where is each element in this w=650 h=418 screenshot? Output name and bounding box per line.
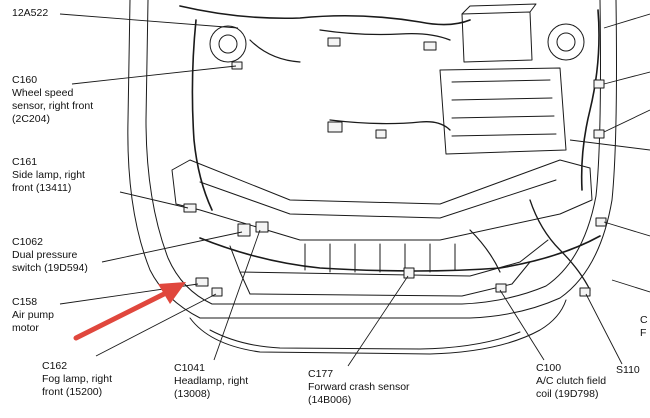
leader-c161	[119, 191, 189, 209]
label-c161: C161 Side lamp, right front (13411)	[12, 156, 85, 194]
strut-tower-left	[547, 23, 585, 61]
grille-crossmember	[229, 239, 549, 277]
body-inner-outline	[145, 0, 601, 305]
connector-c158	[195, 277, 209, 287]
strut-tower-right	[209, 25, 247, 63]
label-c1062: C1062 Dual pressure switch (19D594)	[12, 236, 88, 274]
connector-c161	[183, 203, 197, 213]
label-c162: C162 Fog lamp, right front (15200)	[42, 360, 113, 398]
harness-center	[319, 29, 451, 41]
connector-c1062	[237, 223, 251, 237]
connector-c162	[211, 287, 223, 297]
leader-c100	[499, 289, 545, 361]
leader-c177	[347, 275, 409, 367]
body-outline	[127, 0, 617, 319]
label-c1041: C1041 Headlamp, right (13008)	[174, 362, 249, 400]
leader-c1062	[101, 231, 243, 263]
harness-mid	[329, 119, 451, 131]
label-c177: C177 Forward crash sensor (14B006)	[308, 368, 410, 406]
leader-c162	[95, 293, 217, 357]
connector-left-c	[595, 217, 607, 227]
connector-c1041	[255, 221, 269, 233]
harness-branch-2	[529, 199, 591, 291]
leader-right-4	[569, 139, 650, 151]
label-12a522: 12A522	[12, 7, 49, 19]
leader-c160	[71, 65, 237, 85]
radiator-support-inner	[199, 179, 557, 219]
harness-branch-3	[469, 229, 501, 273]
label-c160: C160 Wheel speed sensor, right front (2C…	[12, 74, 94, 125]
leader-right-6	[611, 279, 650, 293]
connector-c177	[403, 267, 415, 279]
connector-mid-d	[375, 129, 387, 139]
connector-mid-b	[423, 41, 437, 51]
leader-12a522	[59, 13, 239, 29]
harness-front	[199, 235, 601, 272]
red-pointer-arrow-icon	[73, 282, 186, 341]
harness-left-side	[580, 9, 600, 191]
label-edge-f: F	[640, 327, 647, 339]
label-c158: C158 Air pump motor	[12, 296, 55, 334]
radiator-support	[171, 159, 593, 241]
radiator-core	[304, 243, 456, 273]
bumper-outline	[189, 299, 567, 355]
connector-left-b	[593, 129, 605, 139]
label-c100: C100 A/C clutch field coil (19D798)	[536, 362, 607, 400]
engine-block-detail	[451, 79, 557, 137]
leader-right-1	[603, 13, 650, 29]
connector-s110	[579, 287, 591, 297]
connector-mid-c	[327, 121, 343, 133]
harness-upper	[179, 5, 471, 26]
leader-s110	[585, 293, 623, 365]
label-s110: S110	[616, 364, 640, 376]
bumper-lower	[209, 329, 521, 350]
leader-c1041	[213, 229, 261, 361]
module-box-lid	[461, 3, 537, 15]
leader-right-3	[603, 109, 650, 133]
connector-mid-a	[327, 37, 341, 47]
connector-left-a	[593, 79, 605, 89]
strut-tower-left-inner	[556, 32, 576, 52]
strut-tower-right-inner	[218, 34, 238, 54]
leader-right-5	[603, 221, 650, 237]
harness-right-side	[191, 19, 213, 211]
module-box	[461, 11, 533, 63]
grille-lower	[239, 261, 531, 297]
label-edge-c: C	[640, 314, 648, 326]
harness-branch-1	[249, 39, 301, 63]
leader-right-2	[603, 71, 650, 85]
connector-c160	[231, 61, 243, 70]
